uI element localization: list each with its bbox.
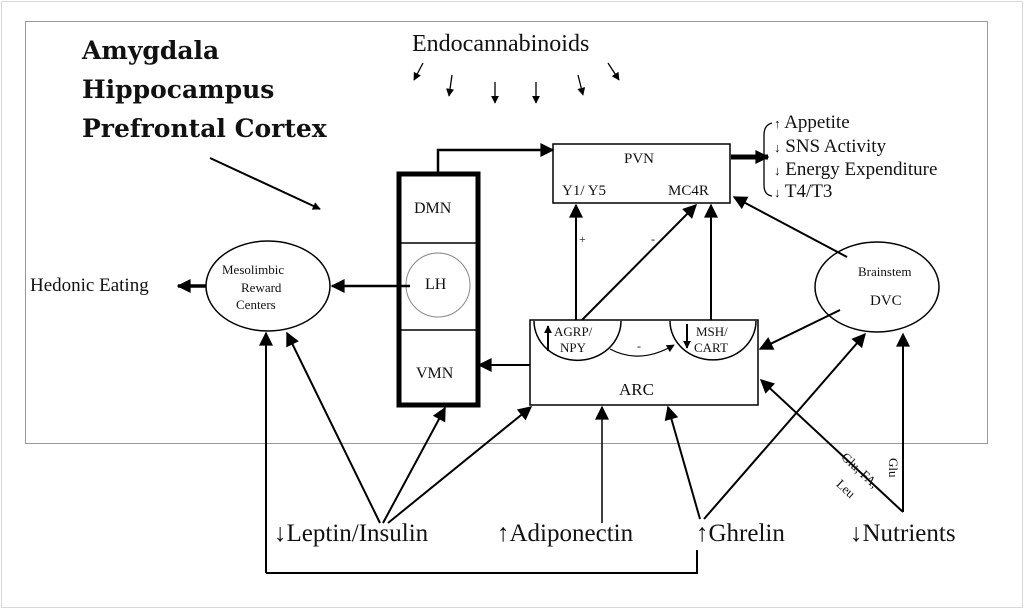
down-arrow-icon: ↓ <box>774 163 781 178</box>
minus-sign: - <box>651 232 655 246</box>
dmn-to-pvn-arrow <box>436 143 555 172</box>
down-arrow-icon: ↓ <box>274 520 287 547</box>
npy-label: NPY <box>560 340 587 355</box>
pvn-label: PVN <box>624 151 655 167</box>
endocannabinoid-arrow-5 <box>577 74 586 96</box>
glu-label: Glu <box>886 458 901 478</box>
mesolimbic-label-3: Centers <box>236 297 276 312</box>
output-appetite: ↑ Appetite <box>774 113 850 132</box>
plus-sign: + <box>579 232 586 246</box>
ghrelin-to-mesolimbic-loop <box>266 550 698 574</box>
mesolimbic-label-2: Reward <box>241 280 282 295</box>
output-label: T4/T3 <box>784 181 833 202</box>
endocannabinoid-arrow-2 <box>446 74 454 97</box>
agrp-label: AGRP/ <box>554 324 593 339</box>
hedonic-eating-label: Hedonic Eating <box>30 275 149 296</box>
output-label: Appetite <box>784 112 850 133</box>
output-t4-t3: ↓ T4/T3 <box>774 182 832 201</box>
brain-region-amygdala: Amygdala <box>82 36 220 65</box>
leptin-to-arc-arrow <box>387 406 533 524</box>
down-arrow-icon: ↓ <box>850 520 863 547</box>
mc4r-receptor-label: MC4R <box>668 183 709 199</box>
endocannabinoids-label: Endocannabinoids <box>412 31 590 57</box>
inhibit-sign: - <box>637 339 641 353</box>
down-arrow-icon: ↓ <box>774 140 781 155</box>
brain-region-prefrontal-cortex: Prefrontal Cortex <box>82 114 327 143</box>
dvc-label: DVC <box>870 293 902 309</box>
msh-label: MSH/ <box>696 324 728 339</box>
up-arrow-icon: ↑ <box>774 116 781 131</box>
signal-ghrelin: ↑Ghrelin <box>696 521 785 546</box>
brainstem-ellipse <box>814 241 940 333</box>
signal-label: Ghrelin <box>708 520 785 547</box>
output-label: Energy Expenditure <box>785 159 938 180</box>
brainstem-label: Brainstem <box>858 264 912 279</box>
up-arrow-icon: ↑ <box>497 520 510 547</box>
hypothalamic-column <box>396 171 481 408</box>
leptin-to-mesolimbic-arrow-2 <box>286 331 381 524</box>
signal-leptin-insulin: ↓Leptin/Insulin <box>274 521 428 546</box>
mesolimbic-label-1: Mesolimbic <box>222 262 285 277</box>
ghrelin-to-brainstem-arrow <box>703 332 866 520</box>
vmn-label: VMN <box>416 365 454 382</box>
y1-y5-receptor-label: Y1/ Y5 <box>562 183 607 199</box>
output-sns-activity: ↓ SNS Activity <box>774 137 886 156</box>
arc-box <box>529 319 759 406</box>
cart-label: CART <box>694 340 728 355</box>
arc-label: ARC <box>619 380 654 399</box>
pvn-box <box>552 143 731 204</box>
agrp-to-mc4r-arrow <box>581 204 697 321</box>
signal-nutrients: ↓Nutrients <box>850 521 956 546</box>
brain-region-hippocampus: Hippocampus <box>82 75 275 104</box>
dmn-label: DMN <box>414 200 452 217</box>
signal-label: Adiponectin <box>509 520 634 547</box>
agrp-to-msh-inhibit-arc <box>609 344 675 357</box>
signal-adiponectin: ↑Adiponectin <box>497 521 633 546</box>
down-arrow-icon: ↓ <box>774 185 781 200</box>
leptin-to-vmn-arrow <box>382 406 446 524</box>
brainstem-to-pvn-arrow <box>732 196 848 258</box>
nutrients-to-arc-arrow <box>759 379 904 513</box>
output-label: SNS Activity <box>785 136 887 157</box>
msh-cart-semicircle <box>669 320 757 361</box>
up-arrow-icon: ↑ <box>696 520 709 547</box>
output-energy-expenditure: ↓ Energy Expenditure <box>774 160 937 179</box>
signal-label: Leptin/Insulin <box>286 520 429 547</box>
brain-boundary-box <box>25 21 988 444</box>
ghrelin-to-arc-arrow <box>664 405 701 520</box>
agrp-npy-semicircle <box>533 320 622 362</box>
endocannabinoid-arrow-1 <box>413 62 424 81</box>
signal-label: Nutrients <box>862 520 956 547</box>
lh-label: LH <box>425 276 447 293</box>
cortex-arrow <box>209 157 321 210</box>
endocannabinoid-arrow-6 <box>607 62 620 81</box>
brainstem-to-arc-arrow <box>758 309 841 350</box>
outputs-brace <box>763 122 773 197</box>
